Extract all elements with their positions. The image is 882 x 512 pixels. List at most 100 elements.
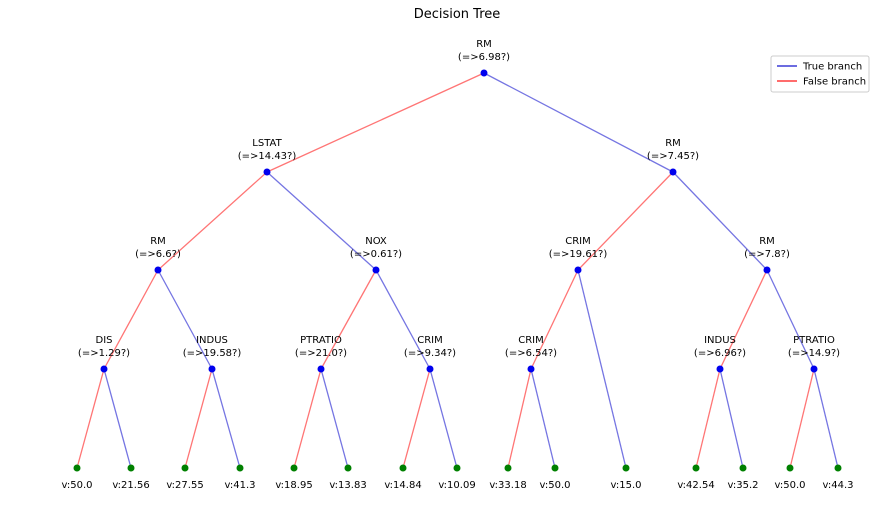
edge-false-branch <box>402 368 431 469</box>
leaf-value-label: v:21.56 <box>112 480 149 491</box>
edge-true-branch <box>577 269 627 469</box>
leaf-value-label: v:14.84 <box>384 480 421 491</box>
edge-true-branch <box>483 72 674 173</box>
edge-true-branch <box>375 269 431 370</box>
leaf-node-marker <box>786 464 794 472</box>
edge-true-branch <box>211 368 241 469</box>
node-condition-label: (=>7.8?) <box>744 249 790 260</box>
edge-false-branch <box>577 171 674 271</box>
node-feature-label: RM <box>476 39 492 50</box>
node-feature-label: DIS <box>96 335 113 346</box>
leaf-value-label: v:18.95 <box>275 480 312 491</box>
decision-node-marker <box>810 365 818 373</box>
edge-true-branch <box>157 269 213 370</box>
leaf-node-marker <box>739 464 747 472</box>
node-condition-label: (=>1.29?) <box>78 348 130 359</box>
leaf-node-marker <box>453 464 461 472</box>
leaf-value-label: v:10.09 <box>438 480 475 491</box>
decision-node-marker <box>208 365 216 373</box>
edge-true-branch <box>672 171 768 271</box>
leaf-node-marker <box>504 464 512 472</box>
node-feature-label: RM <box>759 236 775 247</box>
node-condition-label: (=>6.98?) <box>458 52 510 63</box>
node-feature-label: INDUS <box>196 335 228 346</box>
leaf-node-marker <box>236 464 244 472</box>
edge-true-branch <box>103 368 132 469</box>
node-feature-label: CRIM <box>565 236 591 247</box>
decision-node-marker <box>716 365 724 373</box>
edge-true-branch <box>719 368 744 469</box>
node-condition-label: (=>6.6?) <box>135 249 181 260</box>
leaf-value-label: v:15.0 <box>610 480 641 491</box>
decision-node-marker <box>154 266 162 274</box>
node-condition-label: (=>7.45?) <box>647 151 699 162</box>
node-condition-label: (=>9.34?) <box>404 348 456 359</box>
leaf-value-label: v:41.3 <box>224 480 255 491</box>
node-condition-label: (=>6.54?) <box>505 348 557 359</box>
node-condition-label: (=>19.58?) <box>183 348 242 359</box>
decision-node-marker <box>100 365 108 373</box>
leaf-value-label: v:13.83 <box>329 480 366 491</box>
legend-true-label: True branch <box>802 62 862 73</box>
leaf-node-marker <box>290 464 298 472</box>
leaf-node-marker <box>344 464 352 472</box>
edge-false-branch <box>695 368 721 469</box>
edge-false-branch <box>76 368 105 469</box>
decision-node-marker <box>263 168 271 176</box>
leaf-value-label: v:35.2 <box>727 480 758 491</box>
edge-false-branch <box>530 269 579 370</box>
edge-false-branch <box>320 269 377 370</box>
leaf-node-marker <box>399 464 407 472</box>
edge-true-branch <box>266 171 377 271</box>
leaf-value-label: v:42.54 <box>677 480 714 491</box>
legend-false-label: False branch <box>803 77 866 88</box>
edge-true-branch <box>813 368 839 469</box>
node-feature-label: RM <box>665 138 681 149</box>
leaf-value-label: v:44.3 <box>822 480 853 491</box>
node-feature-label: PTRATIO <box>300 335 342 346</box>
decision-node-marker <box>763 266 771 274</box>
edge-true-branch <box>530 368 556 469</box>
decision-node-marker <box>426 365 434 373</box>
edge-false-branch <box>157 171 268 271</box>
decision-node-marker <box>527 365 535 373</box>
leaf-node-marker <box>622 464 630 472</box>
edge-false-branch <box>184 368 213 469</box>
decision-node-marker <box>480 69 488 77</box>
edge-false-branch <box>507 368 532 469</box>
node-feature-label: PTRATIO <box>793 335 835 346</box>
node-feature-label: CRIM <box>518 335 544 346</box>
edge-false-branch <box>719 269 768 370</box>
node-feature-label: NOX <box>365 236 387 247</box>
leaf-node-marker <box>127 464 135 472</box>
node-condition-label: (=>14.9?) <box>788 348 840 359</box>
node-feature-label: CRIM <box>417 335 443 346</box>
edge-false-branch <box>293 368 322 469</box>
node-feature-label: RM <box>150 236 166 247</box>
decision-node-marker <box>317 365 325 373</box>
leaf-node-marker <box>73 464 81 472</box>
decision-node-marker <box>372 266 380 274</box>
decision-node-marker <box>574 266 582 274</box>
node-condition-label: (=>21.0?) <box>295 348 347 359</box>
leaf-value-label: v:50.0 <box>539 480 570 491</box>
node-condition-label: (=>19.61?) <box>549 249 608 260</box>
edge-false-branch <box>266 72 485 173</box>
node-feature-label: LSTAT <box>252 138 282 149</box>
decision-node-marker <box>669 168 677 176</box>
diagram-title: Decision Tree <box>414 7 501 22</box>
node-condition-label: (=>14.43?) <box>238 151 297 162</box>
legend-box <box>770 55 870 93</box>
leaf-node-marker <box>834 464 842 472</box>
edge-true-branch <box>429 368 458 469</box>
edge-true-branch <box>320 368 349 469</box>
leaf-node-marker <box>692 464 700 472</box>
node-feature-label: INDUS <box>704 335 736 346</box>
leaf-value-label: v:50.0 <box>774 480 805 491</box>
leaf-value-label: v:50.0 <box>61 480 92 491</box>
node-condition-label: (=>0.61?) <box>350 249 402 260</box>
edge-false-branch <box>789 368 815 469</box>
leaf-node-marker <box>181 464 189 472</box>
leaf-node-marker <box>551 464 559 472</box>
